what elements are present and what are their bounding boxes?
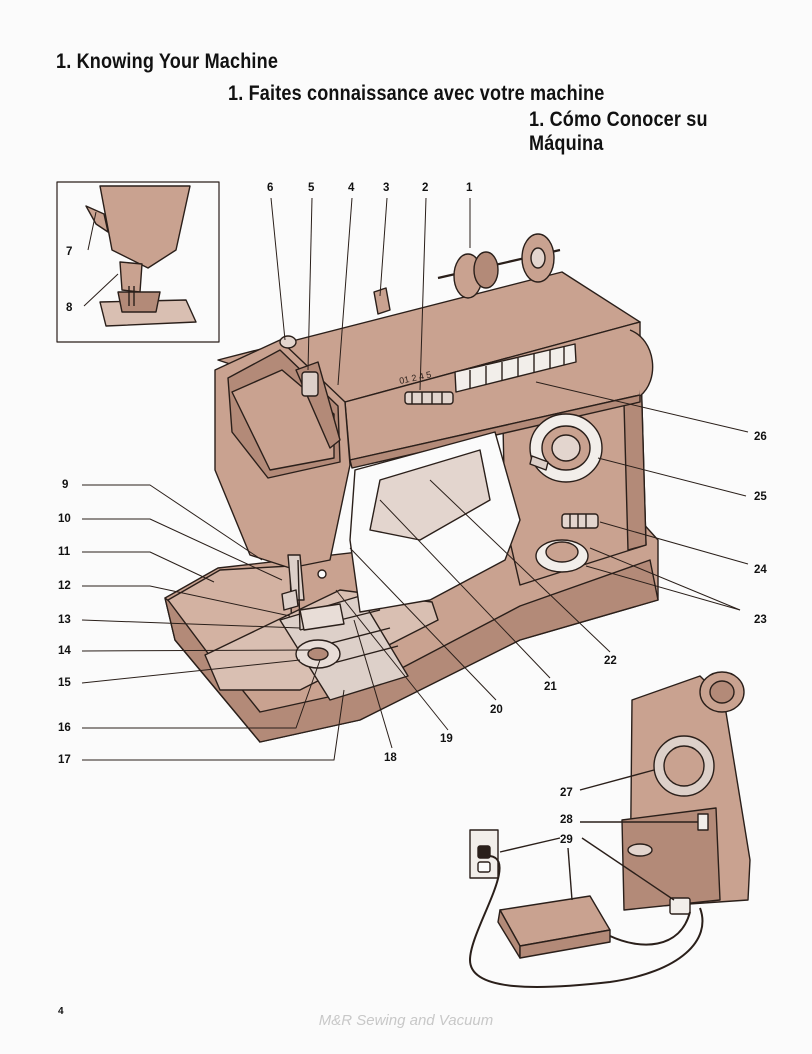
callout-5: 5 [308, 182, 315, 194]
heading-english: 1. Knowing Your Machine [56, 50, 279, 73]
callout-3: 3 [383, 182, 390, 194]
callout-25: 25 [754, 491, 767, 503]
callout-20: 20 [490, 704, 503, 716]
callout-24: 24 [754, 564, 767, 576]
callout-22: 22 [604, 655, 617, 667]
callout-9: 9 [62, 479, 69, 491]
callout-15: 15 [58, 677, 71, 689]
callout-28: 28 [560, 814, 573, 826]
heading-french: 1. Faites connaissance avec votre machin… [228, 82, 605, 105]
callout-6: 6 [267, 182, 274, 194]
callout-18: 18 [384, 752, 397, 764]
page-number: 4 [58, 1006, 64, 1017]
callout-17: 17 [58, 754, 71, 766]
callout-7: 7 [66, 246, 73, 258]
heading-spanish: 1. Cómo Conocer su Máquina [529, 108, 708, 155]
callout-29: 29 [560, 834, 573, 846]
callout-14: 14 [58, 645, 71, 657]
callout-10: 10 [58, 513, 71, 525]
callout-2: 2 [422, 182, 429, 194]
callout-27: 27 [560, 787, 573, 799]
callout-21: 21 [544, 681, 557, 693]
callout-16: 16 [58, 722, 71, 734]
callout-19: 19 [440, 733, 453, 745]
watermark: M&R Sewing and Vacuum [318, 1012, 494, 1029]
side-view-machine [469, 671, 751, 988]
callout-1: 1 [466, 182, 473, 194]
callout-11: 11 [58, 546, 71, 558]
leader-lines [81, 197, 749, 761]
callout-13: 13 [58, 614, 71, 626]
callout-8: 8 [66, 302, 73, 314]
callout-26: 26 [754, 431, 767, 443]
callout-23: 23 [754, 614, 767, 626]
callout-4: 4 [348, 182, 355, 194]
inset-presser-foot-detail [56, 181, 220, 343]
callout-12: 12 [58, 580, 71, 592]
main-machine [164, 233, 659, 743]
